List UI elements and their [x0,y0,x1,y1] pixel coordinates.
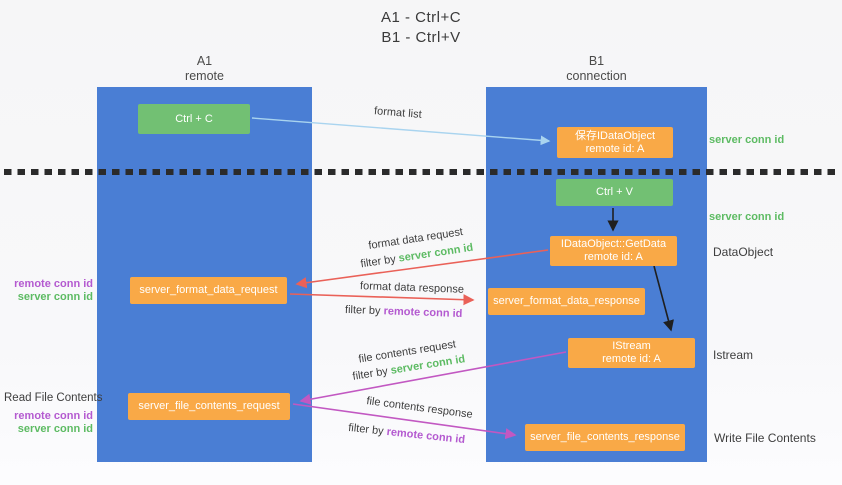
node-server-file-contents-response-label: server_file_contents_response [530,431,680,443]
node-server-format-data-request-label: server_format_data_request [139,284,278,296]
side-label-dataobject: DataObject [713,245,774,259]
diagram-title: A1 - Ctrl+C B1 - Ctrl+V [0,8,842,48]
node-save-dataobject: 保存IDataObject remote id: A [557,127,673,158]
node-ctrl-v-label: Ctrl + V [596,186,633,198]
side-label-istream: Istream [713,348,754,362]
label-filter-by-remote-conn-id-1: filter by remote conn id [345,304,463,320]
lane-header-b1: B1 connection [486,54,707,84]
title-line-2: B1 - Ctrl+V [381,29,461,46]
node-istream-line1: IStream [612,340,651,352]
node-server-format-data-request: server_format_data_request [130,277,287,304]
node-server-format-data-response-label: server_format_data_response [493,295,640,307]
left-server-conn-id-2: server conn id [17,423,93,435]
node-save-dataobject-line1: 保存IDataObject [574,129,656,142]
side-label-server-conn-id-top: server conn id [709,134,785,146]
filter-by-text: filter by [359,253,397,271]
filter-by-text: filter by [347,421,385,438]
filter-by-text: filter by [344,303,381,318]
left-remote-conn-id-1: remote conn id [14,278,93,290]
side-label-read-file-contents: Read File Contents [4,392,103,404]
node-getdata-line1: IDataObject::GetData [560,238,667,250]
lane-a1-name: A1 [196,54,213,68]
node-ctrl-c: Ctrl + C [138,104,250,134]
remote-conn-id-key: remote conn id [386,425,466,447]
node-server-file-contents-response: server_file_contents_response [525,424,685,451]
node-istream-line2: remote id: A [602,353,661,365]
left-server-conn-id-1: server conn id [17,291,93,303]
label-format-list: format list [373,105,423,121]
left-label-group-file: remote conn id server conn id [0,410,93,436]
left-remote-conn-id-2: remote conn id [14,410,93,422]
side-label-server-conn-id-mid: server conn id [709,211,785,223]
left-label-group-format: remote conn id server conn id [0,278,93,304]
filter-by-text: filter by [351,365,389,383]
label-filter-by-remote-conn-id-2: filter by remote conn id [348,422,466,446]
lane-a1-role: remote [185,69,224,83]
label-format-data-response: format data response [359,280,465,296]
node-server-file-contents-request-label: server_file_contents_request [138,400,280,412]
node-server-file-contents-request: server_file_contents_request [128,393,290,420]
lane-header-a1: A1 remote [97,54,312,84]
node-ctrl-c-label: Ctrl + C [175,112,213,125]
node-save-dataobject-line2: remote id: A [585,142,645,155]
side-label-write-file-contents: Write File Contents [714,431,816,445]
node-istream: IStream remote id: A [568,338,695,368]
node-getdata: IDataObject::GetData remote id: A [550,236,677,266]
node-getdata-line2: remote id: A [584,251,643,263]
title-line-1: A1 - Ctrl+C [380,9,462,26]
node-server-format-data-response: server_format_data_response [488,288,645,315]
label-file-contents-response: file contents response [365,395,474,421]
remote-conn-id-key: remote conn id [383,305,463,321]
node-ctrl-v: Ctrl + V [556,179,673,206]
lane-b1-role: connection [566,69,627,83]
lane-b1-name: B1 [588,54,605,68]
